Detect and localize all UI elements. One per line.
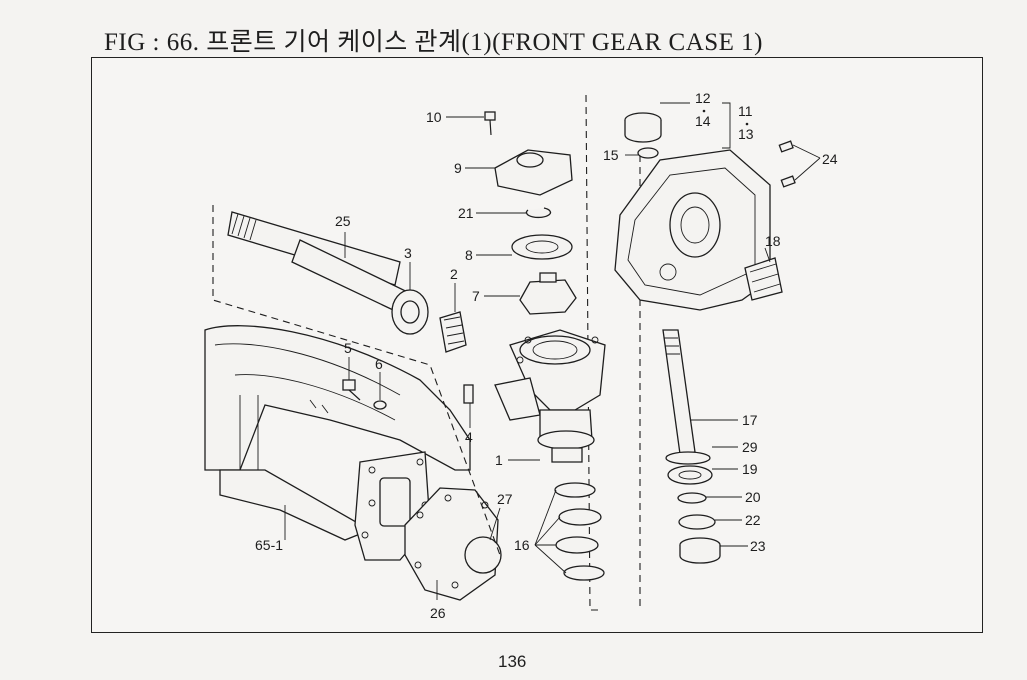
bearing-19 — [667, 465, 713, 485]
label-20: 20 — [745, 489, 761, 505]
washer-6 — [373, 400, 387, 410]
label-29: 29 — [742, 439, 758, 455]
washer-29 — [665, 451, 711, 465]
label-5: 5 — [344, 340, 352, 356]
label-23: 23 — [750, 538, 766, 554]
flange-9 — [494, 149, 573, 196]
bolt-10 — [484, 111, 496, 136]
label-16: 16 — [514, 537, 530, 553]
label-10: 10 — [426, 109, 442, 125]
axle-housing — [204, 325, 471, 541]
bearing-3 — [391, 289, 429, 335]
label-13: 13 — [738, 126, 754, 142]
label-6: 6 — [375, 356, 383, 372]
upper-gear-case-1 — [494, 329, 606, 463]
pin-4 — [463, 384, 474, 404]
dot-markers — [702, 109, 749, 126]
leader-lines — [284, 102, 821, 600]
seal-15 — [637, 147, 659, 159]
label-17: 17 — [742, 412, 758, 428]
plug-27 — [464, 536, 502, 574]
label-4: 4 — [465, 429, 473, 445]
label-22: 22 — [745, 512, 761, 528]
page-title: FIG : 66. 프론트 기어 케이스 관계(1)(FRONT GEAR CA… — [104, 29, 763, 56]
label-65-1: 65-1 — [255, 537, 283, 553]
label-2: 2 — [450, 266, 458, 282]
lower-gear-case-11 — [614, 149, 771, 311]
bearing-8 — [511, 234, 573, 260]
label-15: 15 — [603, 147, 619, 163]
part-labels: 10 9 21 8 7 25 3 2 5 6 4 1 65-1 26 27 16… — [255, 90, 838, 621]
label-25: 25 — [335, 213, 351, 229]
shaft-25 — [227, 211, 421, 319]
label-27: 27 — [497, 491, 513, 507]
page-number: 136 — [498, 652, 527, 671]
label-3: 3 — [404, 245, 412, 261]
label-7: 7 — [472, 288, 480, 304]
label-9: 9 — [454, 160, 462, 176]
label-8: 8 — [465, 247, 473, 263]
label-24: 24 — [822, 151, 838, 167]
label-26: 26 — [430, 605, 446, 621]
label-12: 12 — [695, 90, 711, 106]
vertical-shaft-17 — [662, 329, 696, 455]
label-1: 1 — [495, 452, 503, 468]
shims-16 — [554, 482, 605, 581]
label-14: 14 — [695, 113, 711, 129]
circlip-20 — [677, 492, 707, 504]
bevel-gear-18 — [744, 257, 783, 301]
label-19: 19 — [742, 461, 758, 477]
label-11: 11 — [738, 103, 753, 119]
collar-23 — [679, 537, 721, 564]
snap-ring-22 — [678, 514, 716, 530]
circlip-21 — [525, 207, 552, 219]
bolts-24 — [778, 140, 796, 188]
label-18: 18 — [765, 233, 781, 249]
cap-12 — [624, 112, 662, 143]
pinion-gear-2 — [439, 311, 467, 353]
label-21: 21 — [458, 205, 474, 221]
bevel-gear-7 — [519, 272, 577, 315]
